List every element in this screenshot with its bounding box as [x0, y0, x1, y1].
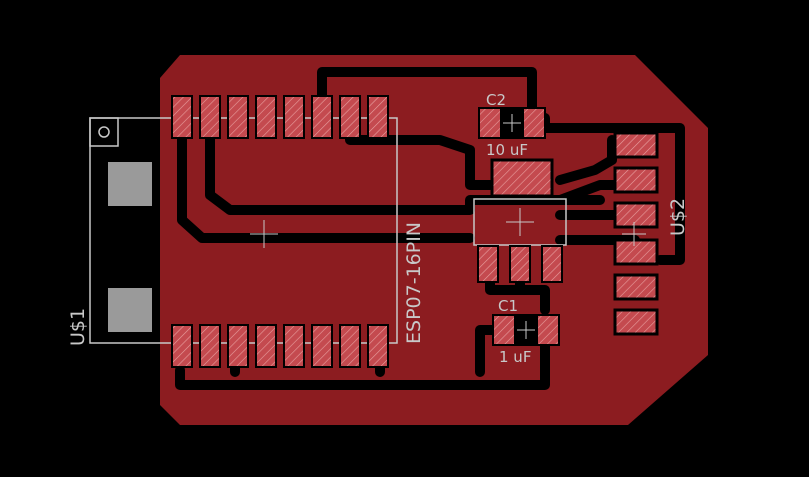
pad	[255, 324, 277, 368]
pad	[613, 201, 659, 229]
esp-shield-top	[108, 162, 152, 206]
u1-name-label: U$1	[67, 308, 89, 346]
pad	[199, 324, 221, 368]
esp-origin-cross	[250, 220, 278, 248]
pad	[199, 95, 221, 139]
pad	[367, 95, 389, 139]
pad	[613, 131, 659, 159]
pad	[255, 95, 277, 139]
c1-capacitor	[492, 314, 560, 346]
pad	[227, 324, 249, 368]
esp-module-label: ESP-07	[128, 237, 144, 286]
c2-value-label: 10 uF	[486, 141, 528, 159]
c1-name-label: C1	[498, 297, 518, 315]
pad	[494, 316, 514, 344]
pad	[541, 245, 563, 283]
esp-bottom-pads	[171, 324, 389, 368]
pad	[613, 238, 659, 266]
pad	[227, 95, 249, 139]
pad	[509, 245, 531, 283]
esp-package-label: ESP07-16PIN	[403, 222, 425, 344]
c2-capacitor	[478, 107, 546, 139]
pad	[367, 324, 389, 368]
u2-origin-cross	[622, 222, 646, 246]
pad	[480, 109, 500, 137]
pad	[339, 95, 361, 139]
regulator-tab-pad	[490, 158, 554, 198]
pad	[339, 324, 361, 368]
c2-name-label: C2	[486, 91, 506, 109]
u2-name-label: U$2	[667, 198, 689, 236]
pad	[283, 324, 305, 368]
c1-value-label: 1 uF	[499, 348, 531, 366]
pad	[171, 324, 193, 368]
pad	[538, 316, 558, 344]
pad	[613, 166, 659, 194]
pad	[283, 95, 305, 139]
pad	[311, 324, 333, 368]
pad	[524, 109, 544, 137]
pad	[613, 273, 659, 301]
pad	[477, 245, 499, 283]
esp-top-pads	[171, 95, 389, 139]
u2-pads	[613, 131, 659, 336]
pad	[613, 308, 659, 336]
pad	[171, 95, 193, 139]
pad	[311, 95, 333, 139]
regulator	[473, 158, 567, 283]
esp-shield-bottom	[108, 288, 152, 332]
